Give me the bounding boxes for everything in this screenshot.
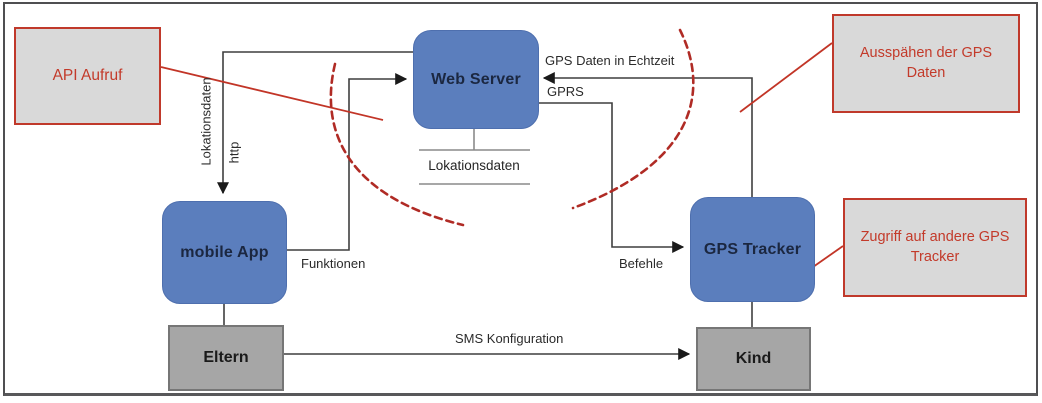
actor-kind-label: Kind [735, 350, 772, 367]
dashed-arc-right [571, 28, 695, 210]
edge-label-gps-daten: GPS Daten in Echtzeit [545, 53, 675, 68]
pointer-line-zugriff [812, 245, 844, 268]
edge-label-befehle: Befehle [619, 256, 664, 271]
edge-webserver-to-gpstracker [537, 102, 685, 253]
edge-label-funktionen: Funktionen [301, 256, 366, 271]
edge-gpstracker-to-webserver [542, 72, 753, 197]
callout-ausspaehen-label: Ausspähen der GPS Daten [859, 44, 993, 81]
edge-label-gprs: GPRS [547, 84, 584, 99]
callout-zugriff-label: Zugriff auf andere GPS Tracker [860, 228, 1010, 265]
node-mobile-app-label: mobile App [180, 243, 269, 261]
callout-api-aufruf-label: API Aufruf [52, 66, 123, 84]
pointer-line-ausspaehen [739, 42, 833, 113]
actor-eltern: Eltern [168, 325, 284, 391]
callout-api-aufruf: API Aufruf [14, 27, 161, 125]
edge-label-sms: SMS Konfiguration [455, 331, 564, 346]
edge-webserver-to-mobileapp [217, 51, 413, 195]
datastore-label: Lokationsdaten [428, 158, 520, 173]
node-web-server: Web Server [413, 30, 539, 129]
pointer-line-api-aufruf [160, 66, 384, 121]
edge-mobileapp-to-webserver [285, 73, 408, 251]
actor-kind: Kind [696, 327, 811, 391]
edge-label-http: http [226, 141, 242, 164]
actor-eltern-label: Eltern [203, 349, 249, 366]
edge-label-lokationsdaten: Lokationsdaten [198, 77, 214, 166]
node-gps-tracker: GPS Tracker [690, 197, 815, 302]
dashed-arc-left [329, 62, 465, 227]
figure-border [3, 2, 1038, 396]
node-gps-tracker-label: GPS Tracker [703, 240, 802, 258]
node-web-server-label: Web Server [431, 70, 521, 88]
callout-ausspaehen: Ausspähen der GPS Daten [832, 14, 1020, 113]
callout-zugriff: Zugriff auf andere GPS Tracker [843, 198, 1027, 297]
node-mobile-app: mobile App [162, 201, 287, 304]
